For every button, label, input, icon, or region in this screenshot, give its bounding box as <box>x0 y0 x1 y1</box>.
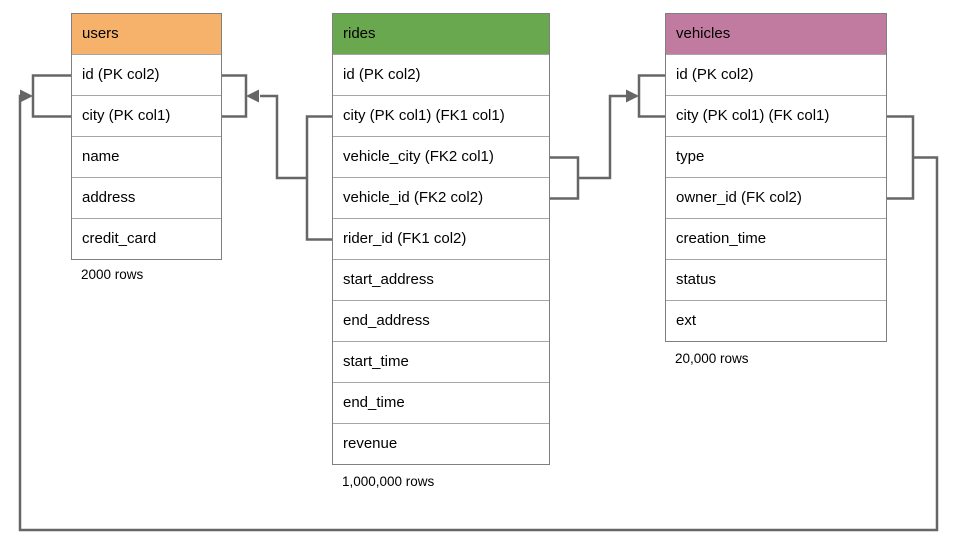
fk-rides-to-vehicles <box>550 74 665 200</box>
fk1-arrowhead-left-icon <box>246 89 259 103</box>
fk1-elbow-line <box>260 94 307 180</box>
vehicles-column-ext: ext <box>666 300 886 341</box>
vehicles-left-pk-bracket <box>637 74 665 118</box>
rides-right-fk2-bracket <box>550 156 580 200</box>
table-vehicles: vehicles id (PK col2) city (PK col1) (FK… <box>665 13 887 342</box>
rides-column-start-address: start_address <box>333 259 549 300</box>
users-column-city: city (PK col1) <box>72 95 221 136</box>
fk3-arrowhead-right-icon <box>20 89 33 103</box>
users-left-pk-bracket <box>31 74 71 118</box>
users-column-address: address <box>72 177 221 218</box>
rides-column-id: id (PK col2) <box>333 54 549 95</box>
vehicles-column-owner-id: owner_id (FK col2) <box>666 177 886 218</box>
vehicles-right-fk-bracket <box>887 115 915 200</box>
users-column-name: name <box>72 136 221 177</box>
rides-column-start-time: start_time <box>333 341 549 382</box>
vehicles-column-status: status <box>666 259 886 300</box>
users-right-pk-bracket <box>222 74 248 118</box>
fk2-elbow-line <box>578 94 627 180</box>
table-rides: rides id (PK col2) city (PK col1) (FK1 c… <box>332 13 550 465</box>
table-users-header: users <box>72 14 221 54</box>
rides-column-end-address: end_address <box>333 300 549 341</box>
rides-row-count: 1,000,000 rows <box>342 474 435 489</box>
rides-column-revenue: revenue <box>333 423 549 464</box>
rides-column-vehicle-city: vehicle_city (FK2 col1) <box>333 136 549 177</box>
rides-column-rider-id: rider_id (FK1 col2) <box>333 218 549 259</box>
vehicles-row-count: 20,000 rows <box>675 351 749 366</box>
users-column-id: id (PK col2) <box>72 54 221 95</box>
rides-column-end-time: end_time <box>333 382 549 423</box>
users-row-count: 2000 rows <box>81 267 144 282</box>
rides-column-city: city (PK col1) (FK1 col1) <box>333 95 549 136</box>
rides-left-fk1-bracket <box>305 115 332 241</box>
table-vehicles-header: vehicles <box>666 14 886 54</box>
vehicles-column-type: type <box>666 136 886 177</box>
rides-column-vehicle-id: vehicle_id (FK2 col2) <box>333 177 549 218</box>
vehicles-column-creation-time: creation_time <box>666 218 886 259</box>
fk-vehicles-to-users <box>18 74 939 532</box>
table-rides-header: rides <box>333 14 549 54</box>
vehicles-column-city: city (PK col1) (FK col1) <box>666 95 886 136</box>
vehicles-column-id: id (PK col2) <box>666 54 886 95</box>
fk2-arrowhead-right-icon <box>626 89 639 103</box>
fk-rides-to-users <box>222 74 332 241</box>
users-column-credit-card: credit_card <box>72 218 221 259</box>
table-users: users id (PK col2) city (PK col1) name a… <box>71 13 222 260</box>
